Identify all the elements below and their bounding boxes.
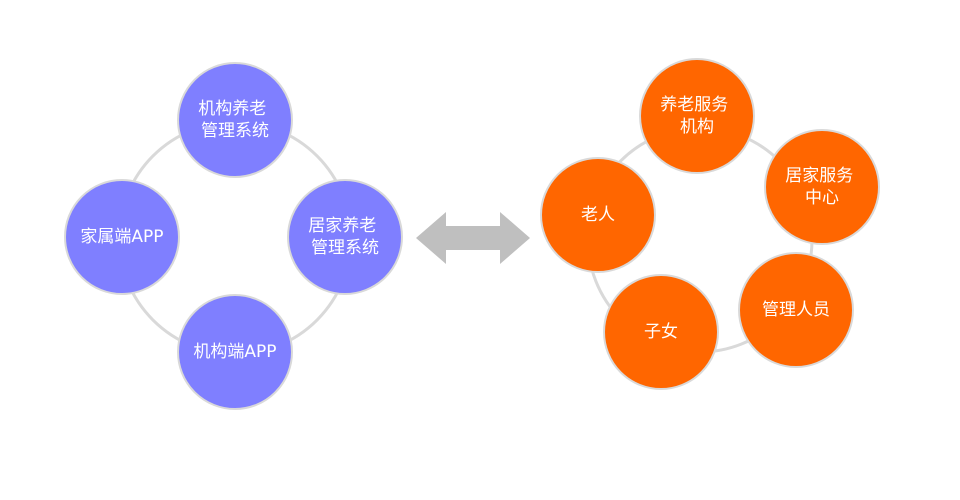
left-node-top-label: 机构养老 管理系统 — [198, 99, 271, 141]
right-node-lower-right-label: 管理人员 — [762, 300, 830, 320]
right-node-left-circle — [540, 157, 656, 273]
right-cluster: 养老服务 机构 老人 居家服务 中心 管理人员 — [540, 58, 880, 390]
left-node-bottom-label: 机构端APP — [193, 342, 276, 362]
left-node-bottom-circle — [177, 294, 293, 410]
left-node-bottom: 机构端APP — [177, 294, 293, 410]
right-node-bottom-label: 子女 — [644, 322, 678, 342]
right-node-top: 养老服务 机构 — [639, 58, 755, 174]
right-node-right-label: 居家服务 中心 — [785, 166, 858, 208]
right-node-bottom: 子女 — [603, 274, 719, 390]
right-node-right: 居家服务 中心 — [764, 129, 880, 245]
right-node-top-circle — [639, 58, 755, 174]
left-cluster: 机构养老 管理系统 家属端APP 居家养老 管理系统 机构端APP — [64, 62, 403, 410]
right-node-lower-right: 管理人员 — [738, 252, 854, 368]
right-node-bottom-circle — [603, 274, 719, 390]
right-node-top-label: 养老服务 机构 — [660, 95, 733, 137]
right-node-right-circle — [764, 129, 880, 245]
right-node-lower-right-circle — [738, 252, 854, 368]
double-arrow-shape — [416, 212, 530, 264]
left-node-top-circle — [177, 62, 293, 178]
left-node-top: 机构养老 管理系统 — [177, 62, 293, 178]
right-node-left: 老人 — [540, 157, 656, 273]
left-node-right: 居家养老 管理系统 — [287, 179, 403, 295]
left-node-left-circle — [64, 179, 180, 295]
left-node-right-circle — [287, 179, 403, 295]
right-node-left-label: 老人 — [581, 205, 615, 225]
double-arrow-icon — [416, 212, 530, 264]
left-node-left: 家属端APP — [64, 179, 180, 295]
left-node-left-label: 家属端APP — [80, 227, 163, 247]
left-node-right-label: 居家养老 管理系统 — [308, 216, 381, 258]
